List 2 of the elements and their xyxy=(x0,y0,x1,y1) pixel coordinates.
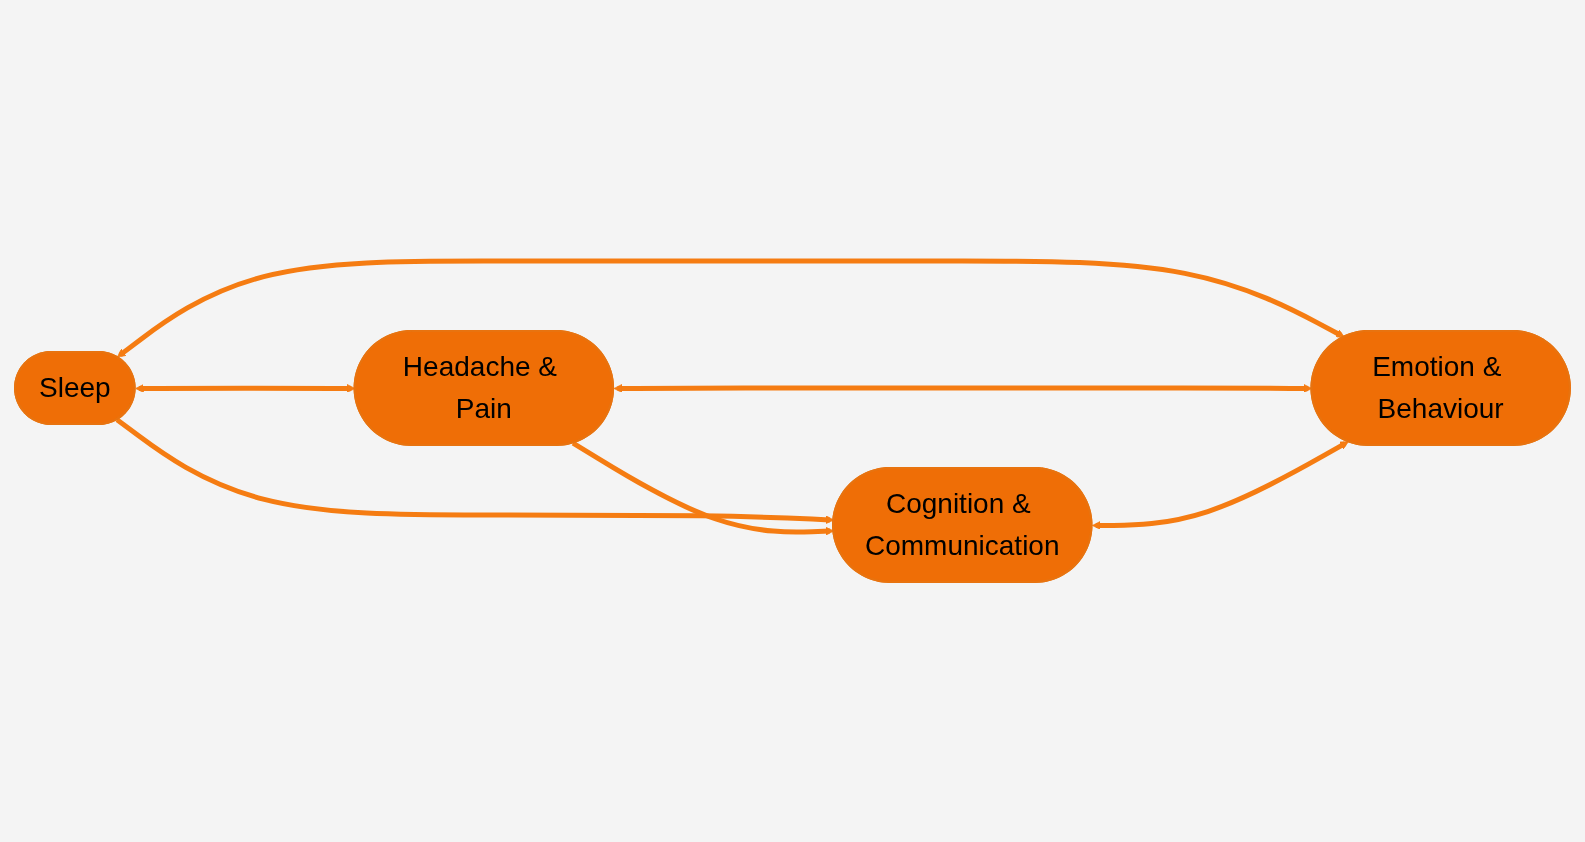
arrow xyxy=(117,258,1345,357)
arrow xyxy=(1092,440,1349,530)
